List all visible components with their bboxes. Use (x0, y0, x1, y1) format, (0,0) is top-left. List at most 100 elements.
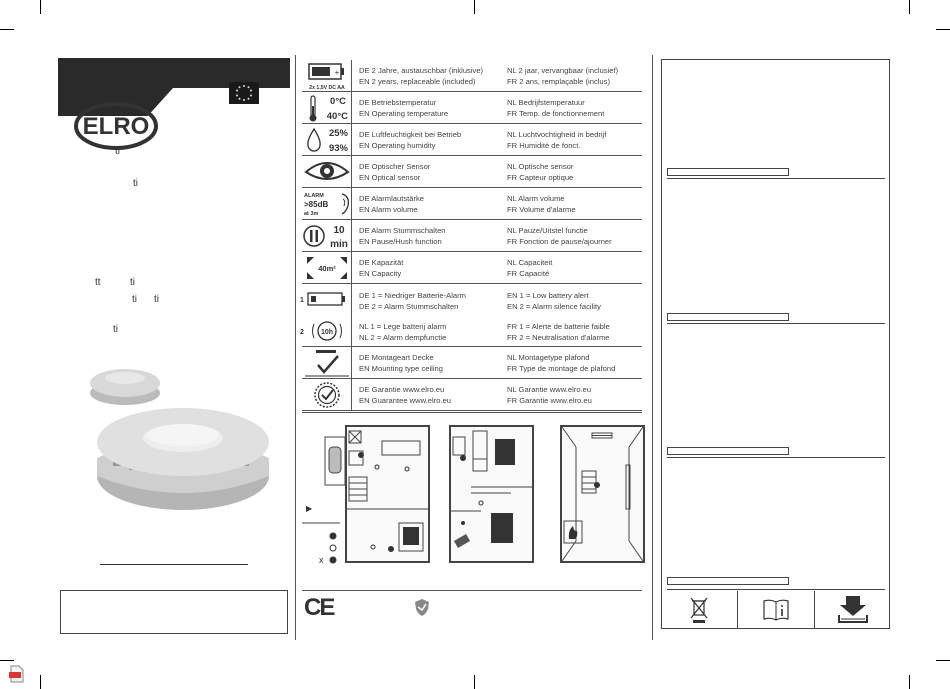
indicator-text: NL 2 = Alarm dempfunctie (359, 333, 447, 342)
section-tab-2 (667, 313, 789, 321)
nl-text: NL Alarm volume (507, 194, 565, 203)
floorplan-attic (560, 425, 645, 563)
right-panel (661, 59, 890, 629)
en-text: EN Mounting type ceiling (359, 364, 443, 373)
divider (100, 564, 248, 565)
nl-text: NL Luchtvochtigheid in bedrijf (507, 130, 607, 139)
indicator-text: DE 2 = Alarm Stummschalten (359, 302, 459, 311)
indicator-text: DE 1 = Niedriger Batterie-Alarm (359, 291, 466, 300)
text-fragment: tt (95, 277, 101, 288)
capacity-caption: 40m² (318, 264, 336, 273)
indicator-caption: 10h (321, 329, 333, 336)
de-text: DE Kapazität (359, 258, 404, 267)
section-divider (667, 178, 885, 179)
spec-row-optical: DE Optischer Sensor EN Optical sensor NL… (302, 156, 642, 188)
humidity-min: 25% (329, 128, 349, 139)
en-text: EN Alarm volume (359, 205, 418, 214)
nl-text: NL Capaciteit (507, 258, 553, 267)
manual-info-icon (763, 599, 789, 621)
text-fragment: ti (115, 146, 120, 157)
fr-text: FR Type de montage de plafond (507, 364, 616, 373)
spec-table: + 2x 1,5V DC AA DE 2 Jahre, austauschbar… (300, 60, 642, 411)
de-text: DE Luftfeuchtigkeit bei Betrieb (359, 130, 462, 139)
battery-icon: + 2x 1,5V DC AA (302, 60, 352, 91)
volume-label-2: >85dB (304, 200, 328, 209)
ear-icon: ALARM >85dB at 3m (302, 188, 352, 219)
indicator-text: FR 1 = Alerte de batterie faible (507, 322, 610, 331)
en-text: EN Operating humidity (359, 141, 436, 150)
fr-text: FR Humidité de fonct. (507, 141, 581, 150)
spec-row-hush: 10 min DE Alarm Stummschalten EN Pause/H… (302, 220, 642, 252)
nl-text: NL Bedrijfstemperatuur (507, 98, 585, 107)
fr-text: FR Capacité (507, 269, 550, 278)
de-text: DE Optischer Sensor (359, 162, 431, 171)
indicator-text: NL 1 = Lege batterij alarm (359, 322, 447, 331)
spec-row-capacity: 40m² DE Kapazität EN Capacity NL Capacit… (302, 252, 642, 284)
spec-row-indicators: 1 2 10h DE 1 = Niedriger Batterie-Alarm … (300, 284, 642, 347)
nl-text: NL Montagetype plafond (507, 353, 590, 362)
floorplan-first (449, 425, 534, 563)
water-drop-icon: 25% 93% (302, 124, 352, 155)
smoke-detector-small-image (90, 369, 160, 405)
guarantee-seal-icon (302, 379, 352, 410)
info-box (60, 590, 288, 634)
spec-row-guarantee: DE Garantie www.elro.eu EN Guarantee www… (302, 379, 642, 411)
svg-text:▶: ▶ (306, 504, 313, 513)
battery-caption: 2x 1,5V DC AA (309, 85, 345, 91)
ce-mark: CE (304, 594, 335, 621)
section-divider (667, 589, 885, 590)
nl-text: NL Pauze/Uitstel functie (507, 226, 588, 235)
floorplan-legend: ▶ x (302, 504, 340, 565)
indicator-number-2: 2 (300, 329, 304, 336)
fr-text: FR Temp. de fonctionnement (507, 109, 605, 118)
en-text: EN Pause/Hush function (359, 237, 442, 246)
legend-dot-empty (329, 544, 337, 552)
text-fragment: ti (133, 178, 138, 189)
eye-icon (302, 156, 352, 187)
left-panel: ELRO ti ti tt ti ti ti ti (58, 58, 290, 636)
shield-icon (415, 599, 429, 616)
text-fragment: ti (132, 294, 137, 305)
spec-row-humidity: 25% 93% DE Luftfeuchtigkeit bei Betrieb … (302, 124, 642, 156)
section-divider (667, 323, 885, 324)
nl-text: NL Garantie www.elro.eu (507, 385, 592, 394)
fr-text: FR Volume d'alarme (507, 205, 576, 214)
en-text: EN Capacity (359, 269, 402, 278)
area-icon: 40m² (302, 252, 352, 283)
indicator-text: FR 2 = Neutralisation d'alarme (507, 333, 610, 342)
weee-bin-icon (690, 597, 708, 623)
en-text: EN Guarantee www.elro.eu (359, 396, 452, 405)
de-text: DE Betriebstemperatur (359, 98, 437, 107)
temp-min: 0°C (330, 96, 346, 107)
indicator-text: EN 2 = Alarm silence facility (507, 302, 601, 311)
text-fragment: ti (130, 277, 135, 288)
grid-cell-weee (661, 591, 738, 629)
de-text: DE Montageart Decke (359, 353, 434, 362)
hush-minutes: 10 (333, 225, 345, 236)
volume-label-1: ALARM (304, 193, 324, 199)
nl-text: NL 2 jaar, vervangbaar (inclusief) (507, 66, 619, 75)
grid-cell-download (815, 591, 891, 629)
de-text: DE Garantie www.elro.eu (359, 385, 445, 394)
thermometer-icon: 0°C 40°C (302, 92, 352, 123)
spec-row-battery: + 2x 1,5V DC AA DE 2 Jahre, austauschbar… (302, 60, 642, 92)
spec-row-volume: ALARM >85dB at 3m DE Alarmlautstärke EN … (302, 188, 642, 220)
volume-label-3: at 3m (304, 211, 318, 217)
elro-logo: ELRO (74, 102, 158, 150)
text-fragment: ti (154, 294, 159, 305)
humidity-max: 93% (329, 143, 349, 154)
legend-marker: x (319, 555, 324, 565)
svg-text:+: + (335, 68, 340, 77)
fr-text: FR Capteur optique (507, 173, 574, 182)
indicator-text: EN 1 = Low battery alert (507, 291, 589, 300)
section-tab-1 (667, 168, 789, 176)
grid-cell-manual (738, 591, 815, 629)
eu-flag-icon (229, 82, 259, 104)
spec-row-ceiling: DE Montageart Decke EN Mounting type cei… (302, 347, 642, 379)
nl-text: NL Optische sensor (507, 162, 574, 171)
en-text: EN Operating temperature (359, 109, 449, 118)
legend-dot-filled-2 (329, 556, 337, 564)
checkmark-icon (302, 347, 352, 378)
symbol-grid (661, 591, 890, 629)
de-text: DE Alarmlautstärke (359, 194, 424, 203)
